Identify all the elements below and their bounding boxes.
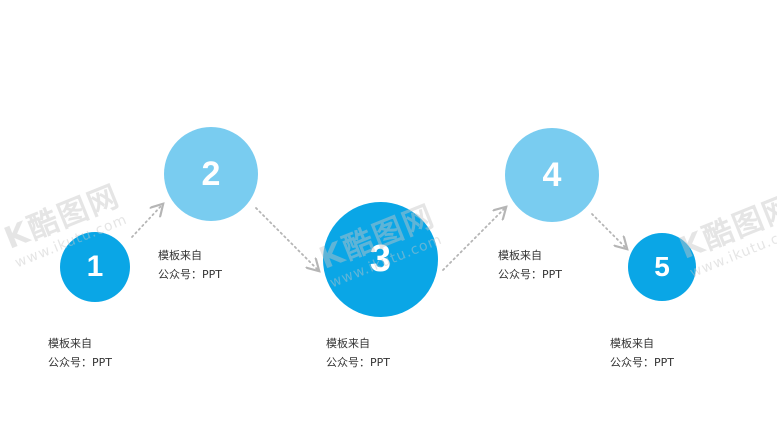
step-3-subtitle: 公众号：PPT [326,356,390,369]
arrow-3-to-4 [442,208,505,271]
step-5-label: 模板来自 公众号：PPT [610,334,674,372]
step-3-number: 3 [369,238,392,280]
step-4-circle: 4 [505,128,599,222]
step-3-label: 模板来自 公众号：PPT [326,334,390,372]
step-1-title: 模板来自 [48,337,92,350]
step-3-title: 模板来自 [326,337,370,350]
step-5-number: 5 [654,251,670,282]
step-5-subtitle: 公众号：PPT [610,356,674,369]
step-1-subtitle: 公众号：PPT [48,356,112,369]
step-5-title: 模板来自 [610,337,654,350]
step-2-number: 2 [201,154,221,193]
step-1-label: 模板来自 公众号：PPT [48,334,112,372]
step-2-circle: 2 [164,127,258,221]
arrow-2-to-3 [255,207,318,270]
arrow-1-to-2 [131,205,162,238]
step-4-label: 模板来自 公众号：PPT [498,246,562,284]
step-4-number: 4 [542,155,562,194]
step-2-label: 模板来自 公众号：PPT [158,246,222,284]
step-2-title: 模板来自 [158,249,202,262]
step-4-title: 模板来自 [498,249,542,262]
step-1-circle: 1 [60,232,130,302]
step-4-subtitle: 公众号：PPT [498,268,562,281]
arrow-4-to-5 [591,213,626,248]
step-1-number: 1 [86,250,104,283]
step-2-subtitle: 公众号：PPT [158,268,222,281]
step-5-circle: 5 [628,233,696,301]
step-3-circle: 3 [323,202,438,317]
